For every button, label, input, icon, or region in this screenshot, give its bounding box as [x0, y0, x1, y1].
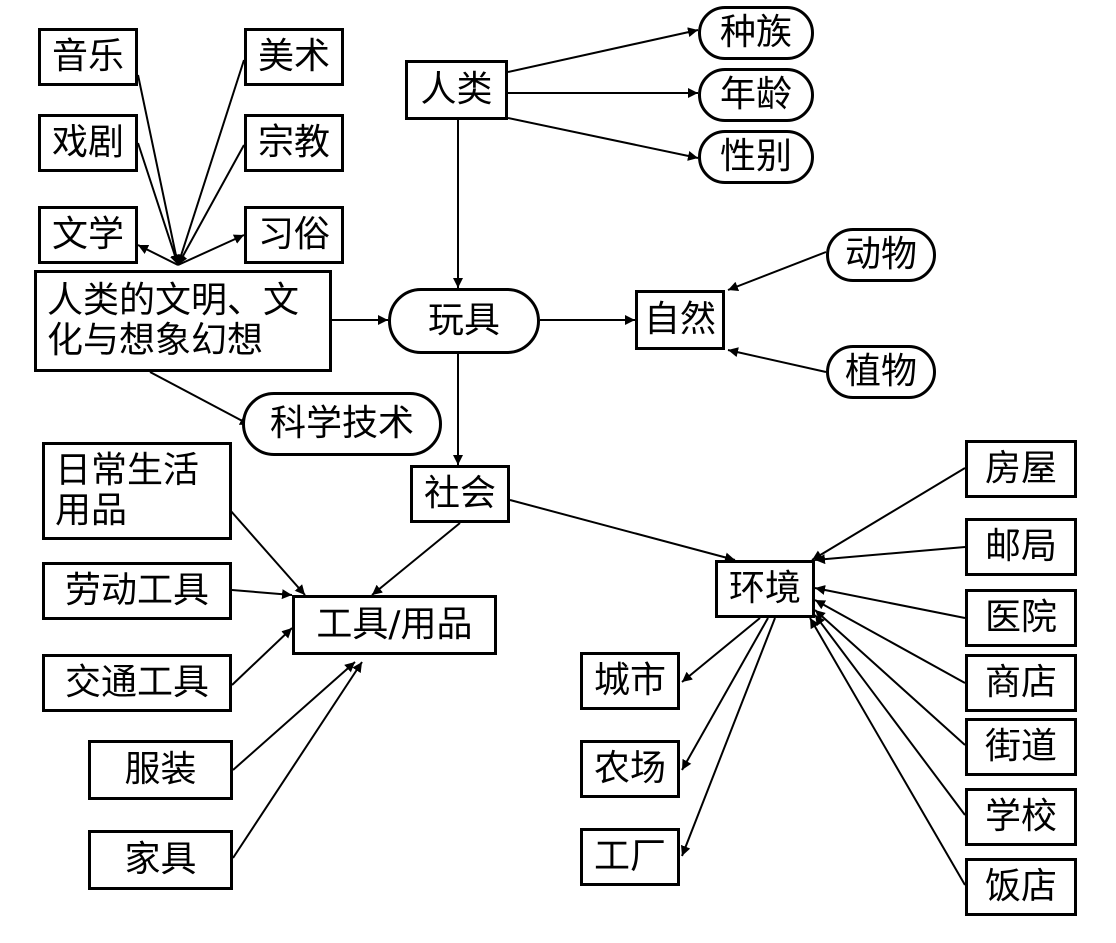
edge-jiaju-gongju — [232, 661, 363, 859]
node-gongju: 工具/用品 — [292, 595, 497, 655]
edge-jiedao-huanjing — [814, 609, 966, 746]
edge-wenming-kexue — [149, 371, 251, 426]
node-xuexiao: 学校 — [965, 788, 1077, 846]
node-renlei: 人类 — [405, 60, 508, 120]
edge-zongjiao-hub — [177, 144, 245, 266]
edge-huanjing-gongchang — [680, 617, 776, 857]
edge-yinyue-hub — [137, 74, 181, 266]
edge-shangdian-huanjing — [814, 599, 966, 684]
node-xingbie: 性别 — [698, 130, 814, 184]
edge-fandian-huanjing — [809, 617, 966, 886]
node-chengshi: 城市 — [580, 652, 680, 710]
node-zhongzu: 种族 — [698, 6, 814, 60]
node-fangwu: 房屋 — [965, 440, 1077, 498]
edge-shehui-huanjing — [509, 499, 736, 563]
edge-youju-huanjing — [814, 546, 966, 565]
edge-fangwu-huanjing — [811, 467, 966, 561]
node-shangdian: 商店 — [965, 654, 1077, 712]
node-yinyue: 音乐 — [38, 28, 138, 86]
edge-dongwu-ziran — [727, 251, 827, 292]
node-zhiwu: 植物 — [826, 345, 936, 399]
node-wenxue: 文学 — [38, 206, 138, 264]
node-jiedao: 街道 — [965, 718, 1077, 776]
node-fuzhuang: 服装 — [88, 740, 233, 800]
node-nianling: 年龄 — [698, 68, 814, 122]
node-yiyuan: 医院 — [965, 589, 1077, 647]
node-wenming: 人类的文明、文化与想象幻想 — [34, 270, 332, 372]
node-meishu: 美术 — [244, 28, 344, 86]
node-richang: 日常生活用品 — [42, 442, 232, 540]
edge-richang-gongju — [229, 509, 306, 596]
node-zongjiao: 宗教 — [244, 114, 344, 172]
node-xiju: 戏剧 — [38, 114, 138, 172]
node-gongchang: 工厂 — [580, 828, 680, 886]
edge-fuzhuang-gongju — [232, 661, 356, 771]
edge-renlei-xingbie — [507, 117, 699, 161]
node-laodong: 劳动工具 — [42, 562, 232, 620]
edge-meishu-hub — [176, 59, 245, 266]
edge-laodong-gongju — [231, 589, 293, 600]
edge-xiju-hub — [137, 142, 180, 266]
edge-huanjing-nongchang — [681, 617, 769, 771]
edge-hub-xisu — [177, 234, 245, 266]
node-shehui: 社会 — [410, 465, 510, 523]
edge-renlei-zhongzu — [507, 27, 699, 73]
edge-zhiwu-ziran — [727, 347, 827, 373]
node-kexue: 科学技术 — [242, 392, 442, 456]
edge-yiyuan-huanjing — [814, 585, 966, 619]
node-jiaju: 家具 — [88, 830, 233, 890]
edge-hub-wenxue — [137, 244, 179, 266]
node-jiaotong: 交通工具 — [42, 654, 232, 712]
node-ziran: 自然 — [635, 290, 725, 350]
node-youju: 邮局 — [965, 518, 1077, 576]
edge-jiaotong-gongju — [231, 627, 293, 686]
node-wanju: 玩具 — [388, 288, 540, 354]
edge-huanjing-chengshi — [681, 617, 761, 683]
node-xisu: 习俗 — [244, 206, 344, 264]
edge-xuexiao-huanjing — [814, 614, 966, 816]
node-dongwu: 动物 — [826, 228, 936, 282]
node-nongchang: 农场 — [580, 740, 680, 798]
node-huanjing: 环境 — [715, 560, 815, 618]
edge-shehui-gongju — [371, 522, 461, 596]
node-fandian: 饭店 — [965, 858, 1077, 916]
